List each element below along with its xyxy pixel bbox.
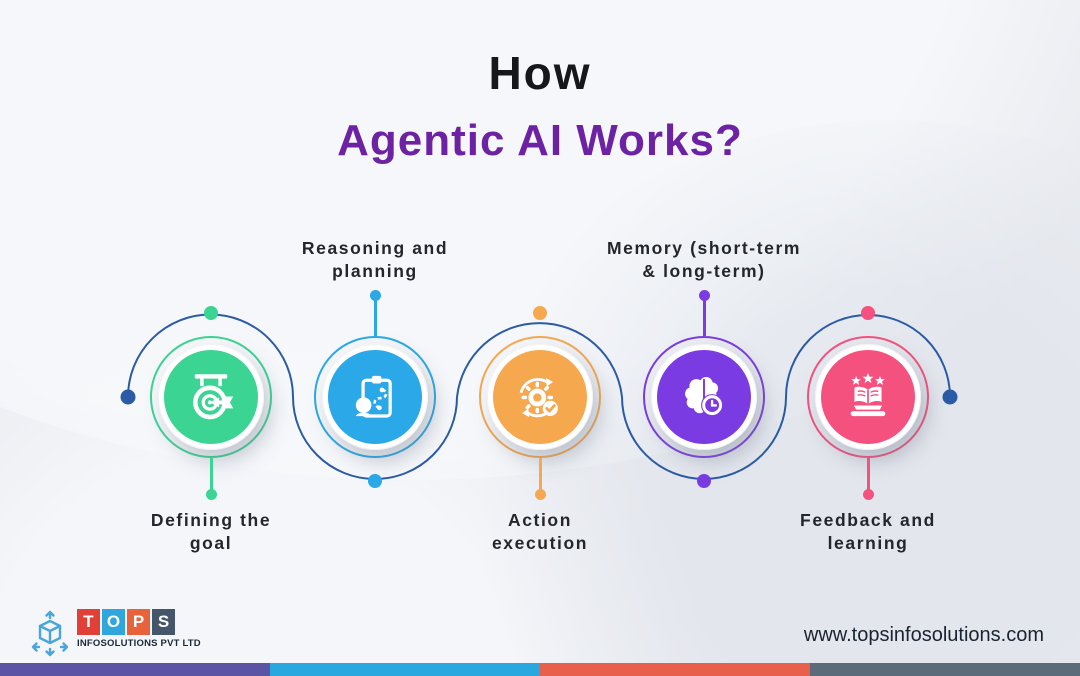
- step-stem: [373, 296, 377, 336]
- logo-tagline: INFOSOLUTIONS PVT LTD: [77, 638, 201, 649]
- step-label-line2: planning: [332, 261, 418, 282]
- step-stem-dot: [369, 290, 381, 301]
- logo-wordmark: T O P S INFOSOLUTIONS PVT LTD: [77, 609, 201, 649]
- step-label-line2: execution: [491, 533, 589, 554]
- step-stem-dot: [205, 489, 217, 500]
- gear-check-icon: [519, 378, 558, 418]
- step-apex-dot: [204, 306, 218, 320]
- step-label-line1: Defining the: [150, 510, 272, 530]
- logo-block-t: T: [77, 609, 100, 635]
- title-line-agentic-ai: Agentic AI Works?: [337, 116, 743, 165]
- step-apex-dot: [861, 306, 875, 320]
- step-apex-dot: [368, 474, 382, 488]
- footer-bar-segment-purple: [0, 663, 270, 676]
- step-stem-dot: [862, 489, 874, 500]
- footer-bar-segment-orange: [540, 663, 810, 676]
- step-label: Memory (short-term & long-term): [564, 237, 844, 283]
- step-apex-dot: [533, 306, 547, 320]
- timeline-wave-path: [127, 313, 951, 480]
- step-stem: [866, 458, 870, 494]
- strategy-clipboard-icon: [355, 375, 392, 418]
- brain-clock-icon: [685, 376, 724, 417]
- step-label-line1: Action: [507, 510, 573, 530]
- step-disc: [821, 350, 915, 444]
- footer: T O P S INFOSOLUTIONS PVT LTD www.topsin…: [0, 605, 1080, 663]
- logo-block-p: P: [127, 609, 150, 635]
- logo-block-o: O: [102, 609, 125, 635]
- step-disc: [657, 350, 751, 444]
- step-label-line2: goal: [189, 533, 233, 554]
- step-label-line2: & long-term): [642, 261, 766, 282]
- step-label: Action execution: [400, 509, 680, 555]
- step-disc: [493, 350, 587, 444]
- step-label: Reasoning and planning: [235, 237, 515, 283]
- cube-logo-icon: [30, 609, 70, 657]
- timeline-end-dot: [942, 389, 958, 405]
- step-ring: [807, 336, 929, 458]
- step-ring: [643, 336, 765, 458]
- step-stem: [209, 458, 213, 494]
- step-stem-dot: [534, 489, 546, 500]
- step-stem: [702, 296, 706, 336]
- step-ring: [314, 336, 436, 458]
- footer-bar-segment-blue: [270, 663, 540, 676]
- step-disc: [164, 350, 258, 444]
- step-ring: [479, 336, 601, 458]
- step-disc: [328, 350, 422, 444]
- footer-color-bar: [0, 663, 1080, 676]
- step-stem-dot: [698, 290, 710, 301]
- step-ring: [150, 336, 272, 458]
- website-url: www.topsinfosolutions.com: [803, 624, 1044, 646]
- timeline-start-dot: [120, 389, 136, 405]
- step-label: Defining the goal: [71, 509, 351, 555]
- step-label-line1: Memory (short-term: [606, 238, 802, 258]
- step-label-line1: Feedback and: [800, 510, 936, 530]
- logo-block-s: S: [152, 609, 175, 635]
- step-label: Feedback and learning: [728, 509, 1008, 555]
- title-line-how: How: [488, 47, 592, 99]
- step-label-line2: learning: [827, 533, 909, 554]
- step-stem: [538, 458, 542, 494]
- target-goal-icon: [193, 374, 234, 420]
- tops-logo: T O P S INFOSOLUTIONS PVT LTD: [30, 609, 201, 657]
- step-label-line1: Reasoning and: [301, 238, 449, 258]
- book-stars-icon: [850, 373, 886, 417]
- page-title: How Agentic AI Works?: [0, 46, 1080, 166]
- step-apex-dot: [697, 474, 711, 488]
- logo-letter-blocks: T O P S: [77, 609, 201, 635]
- footer-bar-segment-slate: [810, 663, 1080, 676]
